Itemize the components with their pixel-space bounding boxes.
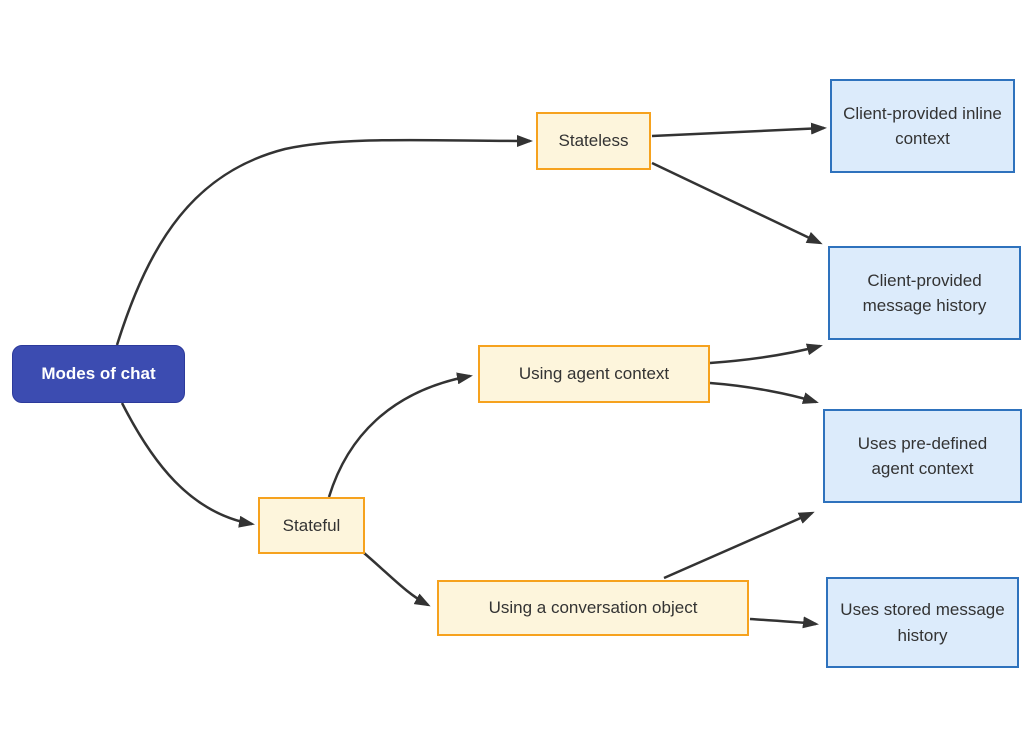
edge-stateful-to-agent-context xyxy=(327,372,473,498)
node-uses-stored-message-history: Uses stored message history xyxy=(826,577,1019,668)
node-modes-of-chat: Modes of chat xyxy=(12,345,185,403)
edge-modes-to-stateless xyxy=(115,134,533,346)
edge-agent-context-to-predefined-context xyxy=(709,381,819,404)
node-stateless: Stateless xyxy=(536,112,651,170)
node-uses-stored-message-history-label: Uses stored message history xyxy=(840,600,1005,645)
edge-modes-to-stateful xyxy=(120,402,255,528)
edge-conversation-object-to-predefined-context xyxy=(663,511,815,580)
edge-stateful-to-conversation-object xyxy=(363,552,431,607)
node-stateless-label: Stateless xyxy=(558,131,629,151)
node-client-provided-message-history-label: Client-provided message history xyxy=(862,270,987,316)
node-using-agent-context-label: Using agent context xyxy=(518,364,670,384)
node-using-agent-context: Using agent context xyxy=(478,345,710,403)
edge-stateless-to-inline-context xyxy=(651,122,827,138)
node-client-provided-message-history: Client-provided message history xyxy=(828,246,1021,340)
node-client-provided-inline-context: Client-provided inline context xyxy=(830,79,1015,173)
node-client-provided-inline-context-label: Client-provided inline context xyxy=(843,103,1002,149)
node-modes-of-chat-label: Modes of chat xyxy=(41,364,156,384)
node-stateful-label: Stateful xyxy=(282,515,341,535)
node-uses-pre-defined-agent-context-label: Uses pre-defined agent context xyxy=(857,433,988,479)
edge-stateless-to-message-history xyxy=(651,161,823,245)
edge-conversation-object-to-stored-history xyxy=(749,616,819,629)
edge-agent-context-to-message-history xyxy=(709,343,823,365)
node-stateful: Stateful xyxy=(258,497,365,554)
node-using-a-conversation-object: Using a conversation object xyxy=(437,580,749,636)
node-uses-pre-defined-agent-context: Uses pre-defined agent context xyxy=(823,409,1022,503)
node-using-a-conversation-object-label: Using a conversation object xyxy=(488,598,698,618)
